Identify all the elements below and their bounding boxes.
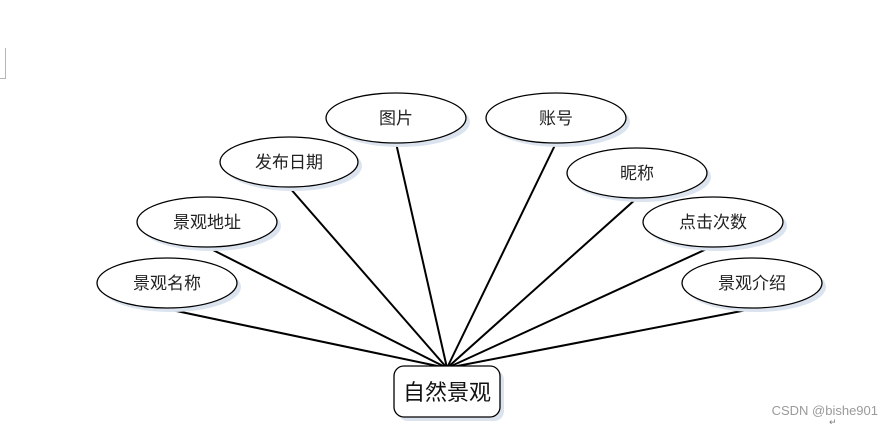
attribute-label: 景观介绍 [718, 274, 786, 294]
attribute-node-8: 景观介绍 [681, 257, 826, 312]
connector-lines [166, 142, 753, 369]
attribute-label: 昵称 [620, 164, 654, 184]
attribute-node-4: 图片 [325, 92, 470, 147]
entity-node: 自然景观 [393, 365, 504, 421]
attribute-node-3: 发布日期 [219, 136, 362, 191]
connector-4 [395, 142, 448, 369]
connector-5 [446, 142, 557, 369]
attribute-label: 景观名称 [133, 274, 201, 294]
text-cursor-mark [0, 48, 6, 79]
entity-label: 自然景观 [403, 381, 491, 406]
connector-6 [446, 197, 638, 369]
attribute-label: 账号 [539, 109, 573, 129]
watermark: CSDN @bishe901 [771, 403, 878, 418]
connector-7 [446, 246, 712, 369]
connector-2 [206, 246, 448, 369]
attribute-node-5: 账号 [485, 92, 630, 147]
attribute-node-7: 点击次数 [642, 196, 787, 251]
attribute-node-2: 景观地址 [136, 196, 281, 251]
attribute-label: 图片 [379, 109, 413, 129]
attribute-label: 点击次数 [679, 213, 747, 233]
attribute-node-6: 昵称 [566, 147, 711, 202]
connector-3 [288, 186, 448, 369]
paragraph-return-icon: ↵ [829, 418, 837, 428]
attribute-label: 景观地址 [173, 213, 241, 233]
connector-8 [446, 308, 753, 369]
attribute-node-1: 景观名称 [96, 257, 241, 312]
attribute-label: 发布日期 [255, 153, 323, 173]
connector-1 [166, 308, 448, 369]
